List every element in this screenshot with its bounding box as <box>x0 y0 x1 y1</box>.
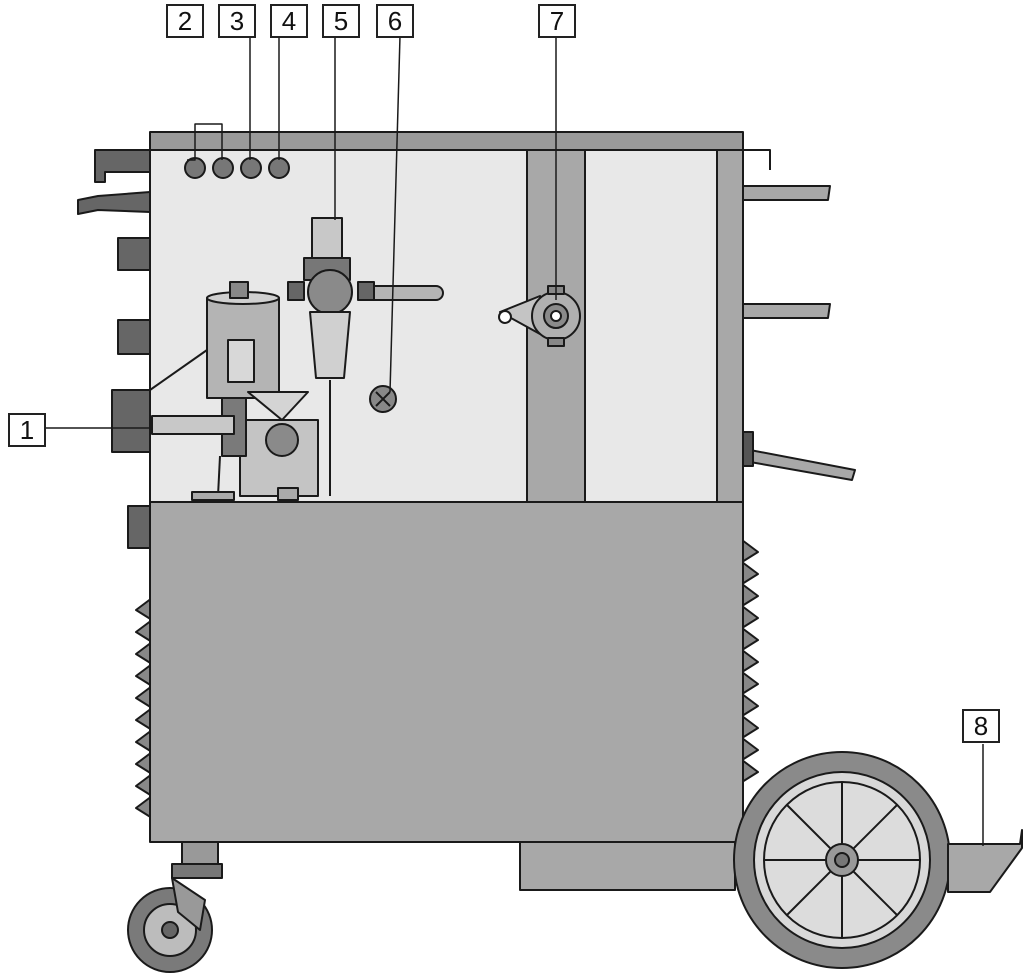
control-knob <box>369 385 397 413</box>
callout-2: 2 <box>166 4 204 38</box>
cable-hangers <box>742 149 856 481</box>
top-cover <box>149 131 744 151</box>
housing-base-plate <box>519 841 736 891</box>
side-frame <box>716 149 744 503</box>
right-cooling-fins <box>741 539 759 783</box>
left-side-connectors <box>77 149 153 549</box>
pressure-regulator <box>287 217 444 379</box>
callout-7: 7 <box>538 4 576 38</box>
callout-3: 3 <box>218 4 256 38</box>
lower-housing <box>149 501 744 843</box>
indicator-lamps <box>184 157 290 179</box>
gas-bottle-platform <box>947 829 1023 893</box>
callout-4: 4 <box>270 4 308 38</box>
feed-roller-assembly <box>151 380 331 501</box>
leader-lines <box>46 35 984 846</box>
callout-8: 8 <box>962 709 1000 743</box>
spool-hub <box>498 285 581 347</box>
callout-1: 1 <box>8 413 46 447</box>
callout-5: 5 <box>322 4 360 38</box>
callout-6: 6 <box>376 4 414 38</box>
rear-wheel <box>733 751 951 969</box>
front-caster <box>127 841 223 973</box>
